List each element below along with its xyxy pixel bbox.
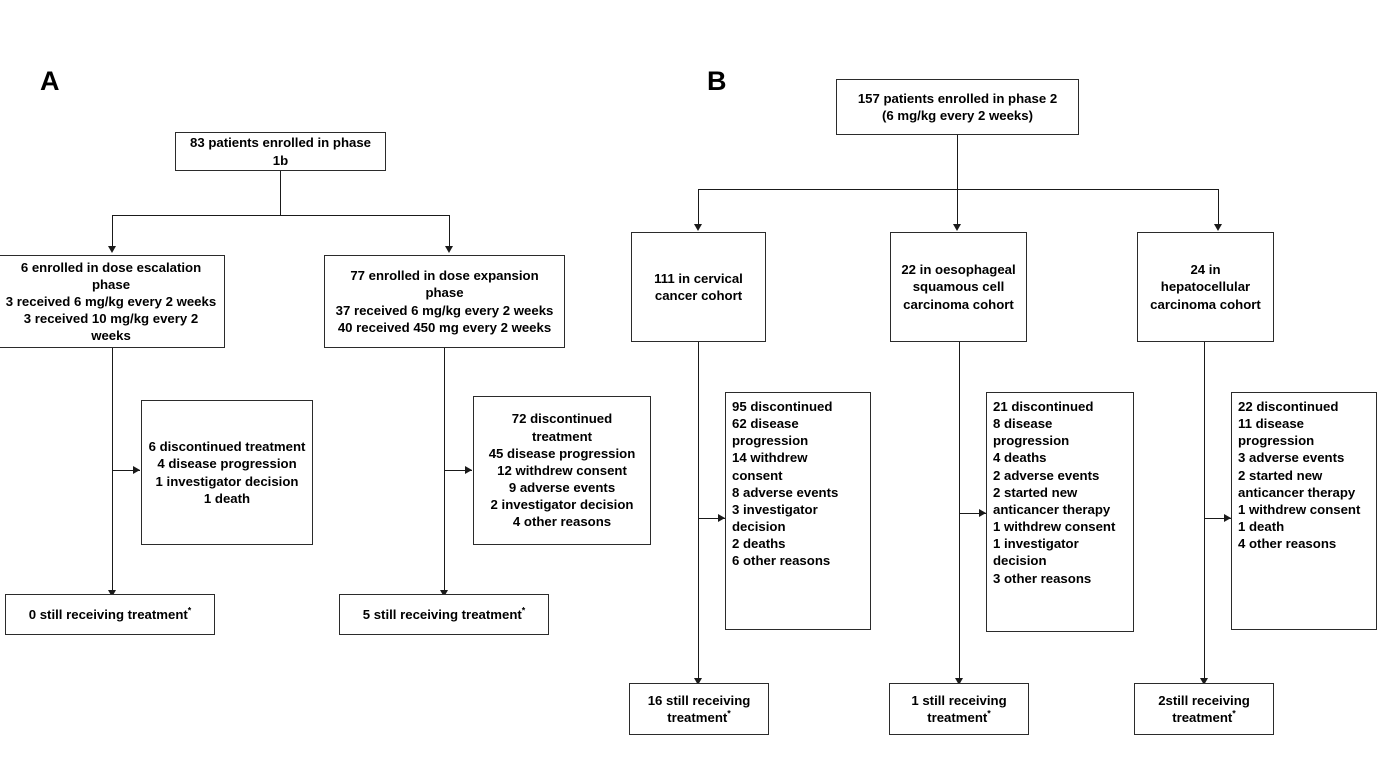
connector-b-hepatocellular-drop xyxy=(1218,189,1219,226)
node-cohort-hepatocellular: 24 in hepatocellular carcinoma cohort xyxy=(1137,232,1274,342)
arrow-a-expansion-branch-head xyxy=(465,466,472,474)
footnote-marker-a1: * xyxy=(187,605,192,616)
node-escalation-ongoing: 0 still receiving treatment* xyxy=(5,594,215,635)
arrow-a-left-drop-head xyxy=(108,246,116,253)
node-hepatocellular-ongoing-label: 2still receiving treatment* xyxy=(1158,692,1250,725)
arrow-b-oesophageal-branch-head xyxy=(979,509,986,517)
node-dose-expansion: 77 enrolled in dose expansion phase 37 r… xyxy=(324,255,565,348)
arrow-a-right-drop-head xyxy=(445,246,453,253)
node-escalation-ongoing-label: 0 still receiving treatment* xyxy=(28,605,192,622)
node-oesophageal-discontinued: 21 discontinued 8 disease progression 4 … xyxy=(986,392,1134,632)
node-expansion-ongoing-label: 5 still receiving treatment* xyxy=(362,605,526,622)
node-escalation-discontinued: 6 discontinued treatment 4 disease progr… xyxy=(141,400,313,545)
connector-a-escalation-stem xyxy=(112,348,113,597)
node-expansion-discontinued: 72 discontinued treatment 45 disease pro… xyxy=(473,396,651,545)
arrow-b-cervical-drop-head xyxy=(694,224,702,231)
node-phase2-enrolled-label: 157 patients enrolled in phase 2 (6 mg/k… xyxy=(857,90,1058,123)
node-hepatocellular-ongoing: 2still receiving treatment* xyxy=(1134,683,1274,735)
arrow-b-hepatocellular-ongoing-head xyxy=(1200,678,1208,685)
node-cohort-cervical: 111 in cervical cancer cohort xyxy=(631,232,766,342)
connector-b-split xyxy=(698,189,1218,190)
arrow-b-oesophageal-drop-head xyxy=(953,224,961,231)
node-cohort-hepatocellular-label: 24 in hepatocellular carcinoma cohort xyxy=(1150,262,1261,312)
node-cervical-ongoing: 16 still receiving treatment* xyxy=(629,683,769,735)
connector-b-cervical-branch xyxy=(698,518,725,519)
node-oesophageal-ongoing: 1 still receiving treatment* xyxy=(889,683,1029,735)
footnote-marker-b1: * xyxy=(727,708,731,719)
connector-a-split xyxy=(112,215,449,216)
footnote-marker-b3: * xyxy=(1232,708,1236,719)
arrow-b-hepatocellular-branch-head xyxy=(1224,514,1231,522)
arrow-b-oesophageal-ongoing-head xyxy=(955,678,963,685)
node-dose-escalation: 6 enrolled in dose escalation phase 3 re… xyxy=(0,255,225,348)
node-cervical-discontinued: 95 discontinued 62 disease progression 1… xyxy=(725,392,871,630)
connector-b-trunk xyxy=(957,135,958,189)
connector-b-oesophageal-drop xyxy=(957,189,958,226)
footnote-marker-b2: * xyxy=(987,708,991,719)
node-cohort-oesophageal-label: 22 in oesophageal squamous cell carcinom… xyxy=(901,262,1016,312)
connector-a-expansion-stem xyxy=(444,348,445,597)
node-expansion-discontinued-label: 72 discontinued treatment 45 disease pro… xyxy=(488,411,636,530)
footnote-marker-a2: * xyxy=(521,605,526,616)
node-dose-expansion-label: 77 enrolled in dose expansion phase 37 r… xyxy=(335,268,554,335)
node-cohort-oesophageal: 22 in oesophageal squamous cell carcinom… xyxy=(890,232,1027,342)
panel-a-letter: A xyxy=(40,66,60,96)
node-hepatocellular-discontinued: 22 discontinued 11 disease progression 3… xyxy=(1231,392,1377,630)
connector-a-expansion-branch xyxy=(444,470,472,471)
panel-b-letter: B xyxy=(707,66,727,96)
connector-a-right-drop xyxy=(449,215,450,248)
arrow-a-escalation-branch-head xyxy=(133,466,140,474)
node-phase1b-enrolled: 83 patients enrolled in phase 1b xyxy=(175,132,386,171)
arrow-b-cervical-ongoing-head xyxy=(694,678,702,685)
node-oesophageal-discontinued-label: 21 discontinued 8 disease progression 4 … xyxy=(993,399,1116,586)
connector-b-cervical-drop xyxy=(698,189,699,226)
connector-a-left-drop xyxy=(112,215,113,248)
node-dose-escalation-label: 6 enrolled in dose escalation phase 3 re… xyxy=(5,259,217,344)
node-cohort-cervical-label: 111 in cervical cancer cohort xyxy=(654,270,743,303)
connector-b-hepatocellular-stem xyxy=(1204,342,1205,685)
node-phase1b-enrolled-label: 83 patients enrolled in phase 1b xyxy=(189,135,371,168)
connector-b-hepatocellular-branch xyxy=(1204,518,1231,519)
connector-a-trunk xyxy=(280,171,281,215)
node-cervical-discontinued-label: 95 discontinued 62 disease progression 1… xyxy=(732,399,839,569)
connector-a-escalation-branch xyxy=(112,470,140,471)
node-cervical-ongoing-label: 16 still receiving treatment* xyxy=(647,692,751,725)
arrow-b-hepatocellular-drop-head xyxy=(1214,224,1222,231)
node-phase2-enrolled: 157 patients enrolled in phase 2 (6 mg/k… xyxy=(836,79,1079,135)
arrow-b-cervical-branch-head xyxy=(718,514,725,522)
connector-b-cervical-stem xyxy=(698,342,699,685)
node-oesophageal-ongoing-label: 1 still receiving treatment* xyxy=(911,692,1007,725)
node-escalation-discontinued-label: 6 discontinued treatment 4 disease progr… xyxy=(148,439,306,506)
arrow-a-expansion-ongoing-head xyxy=(440,590,448,597)
connector-b-oesophageal-branch xyxy=(959,513,986,514)
node-hepatocellular-discontinued-label: 22 discontinued 11 disease progression 3… xyxy=(1238,399,1361,552)
arrow-a-escalation-ongoing-head xyxy=(108,590,116,597)
node-expansion-ongoing: 5 still receiving treatment* xyxy=(339,594,549,635)
